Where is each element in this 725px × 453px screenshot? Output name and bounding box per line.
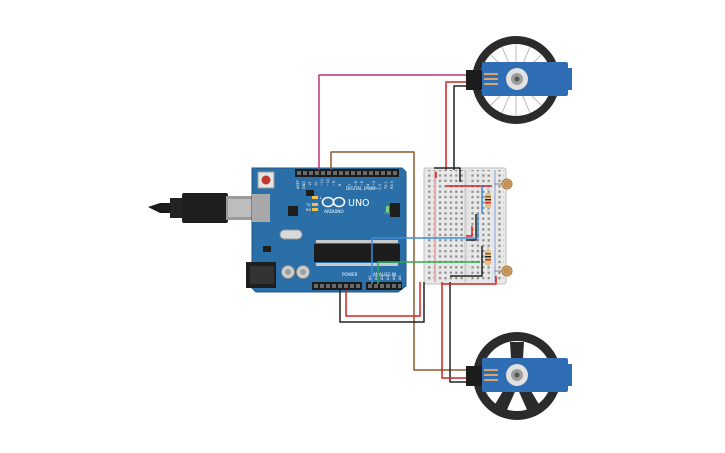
pin-label: A5 xyxy=(398,276,402,280)
pin-label: ~3 xyxy=(372,181,376,186)
wire-black[interactable] xyxy=(466,214,477,241)
led-on xyxy=(386,206,389,212)
pin-label: A3 xyxy=(386,276,390,280)
pin-label: ~5 xyxy=(360,181,364,186)
wire-black[interactable] xyxy=(449,282,466,383)
pin-label: ~6 xyxy=(354,181,358,186)
photoresistor-top[interactable] xyxy=(494,178,513,190)
model-label: UNO xyxy=(348,198,370,209)
wire-blue[interactable] xyxy=(371,214,479,284)
arduino-uno-board[interactable]: AREF GND 13 12 ~11 ~10 ~9 8 7 ~6 ~5 4 ~3… xyxy=(246,167,407,293)
photoresistor-bottom[interactable] xyxy=(494,265,513,277)
pin-label: 8 xyxy=(338,184,342,186)
power-header-label: POWER xyxy=(342,272,358,277)
led-on-label: ON xyxy=(384,211,390,215)
digital-header-label: DIGITAL (PWM~) xyxy=(346,186,381,191)
pin-label: ~10 xyxy=(326,179,330,186)
pin-label: ~9 xyxy=(332,181,336,186)
led-tx xyxy=(312,203,318,206)
atmega-chip xyxy=(314,244,400,262)
led-l-label: L xyxy=(320,196,322,200)
wire-red[interactable] xyxy=(442,276,497,285)
arduino-logo-icon xyxy=(321,196,346,208)
brand-label: ARDUINO xyxy=(324,209,344,214)
wire-red[interactable] xyxy=(345,282,421,317)
servo-motor-top[interactable] xyxy=(466,36,572,124)
led-rx xyxy=(312,208,318,211)
wire-black[interactable] xyxy=(450,246,483,277)
pin-label: TX 1 xyxy=(384,181,388,190)
pin-label: 2 xyxy=(378,184,382,186)
pin-label: A0 xyxy=(368,276,372,280)
resistor-top[interactable] xyxy=(485,188,491,214)
led-rx-label: RX xyxy=(306,208,311,212)
servo-motor-bottom[interactable] xyxy=(466,332,572,420)
led-l xyxy=(312,196,318,199)
pin-label: RX 0 xyxy=(390,181,394,189)
pin-label: ~11 xyxy=(320,179,324,186)
pin-label: A2 xyxy=(380,276,384,280)
led-tx-label: TX xyxy=(305,203,311,207)
pin-label: A1 xyxy=(374,276,378,280)
wire-green[interactable] xyxy=(377,261,480,284)
wire-black[interactable] xyxy=(453,85,466,170)
power-header xyxy=(312,282,362,290)
pin-label: AREF xyxy=(296,180,300,189)
resistor-bottom[interactable] xyxy=(485,246,491,270)
pin-label: GND xyxy=(302,181,306,189)
wire-magenta[interactable] xyxy=(318,74,466,170)
pin-label: 7 xyxy=(348,184,352,186)
pin-label: 12 xyxy=(314,182,318,186)
wire-red[interactable] xyxy=(445,81,466,170)
wire-black[interactable] xyxy=(339,282,425,323)
pin-label: 13 xyxy=(308,182,312,186)
crystal-oscillator xyxy=(279,229,303,240)
wire-black[interactable] xyxy=(434,167,461,182)
pin-label: 4 xyxy=(366,184,370,186)
wire-brown[interactable] xyxy=(330,151,466,371)
wire-red[interactable] xyxy=(466,226,473,237)
pin-label: A4 xyxy=(392,276,396,280)
analog-header-label: ANALOG IN xyxy=(373,272,396,277)
wire-red[interactable] xyxy=(441,282,466,379)
